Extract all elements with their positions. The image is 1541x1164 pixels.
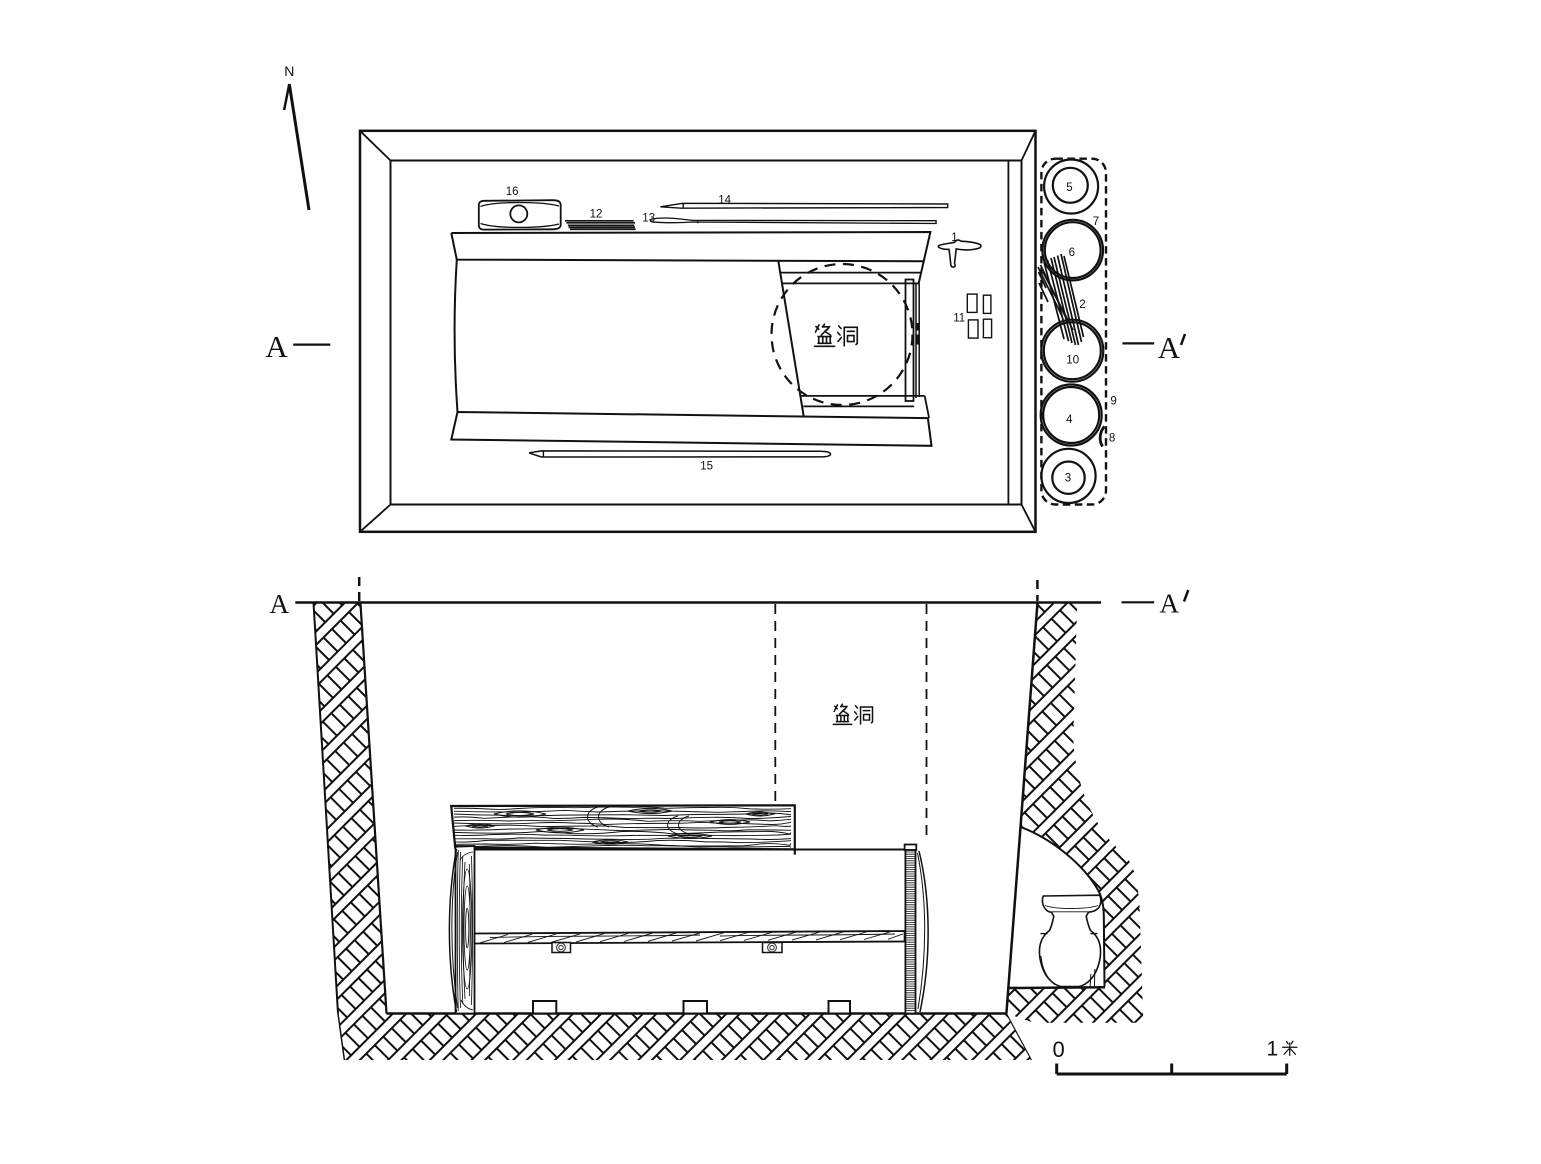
svg-text:12: 12 (590, 209, 603, 221)
svg-text:8: 8 (1109, 433, 1115, 445)
svg-text:14: 14 (718, 194, 731, 206)
svg-text:A: A (265, 329, 288, 364)
svg-text:0: 0 (1052, 1037, 1064, 1062)
svg-text:5: 5 (1066, 182, 1072, 194)
svg-text:A: A (1158, 330, 1181, 365)
svg-text:16: 16 (506, 186, 519, 198)
svg-text:9: 9 (1110, 396, 1116, 408)
svg-text:A: A (270, 589, 290, 619)
svg-text:2: 2 (1079, 299, 1085, 311)
svg-text:A: A (1159, 589, 1179, 619)
svg-text:N: N (284, 63, 294, 79)
svg-text:7: 7 (1093, 216, 1099, 228)
svg-text:4: 4 (1066, 414, 1073, 426)
svg-text:11: 11 (953, 313, 965, 325)
svg-text:6: 6 (1069, 247, 1075, 259)
svg-text:1: 1 (1266, 1038, 1278, 1061)
svg-text:15: 15 (700, 461, 713, 473)
svg-text:10: 10 (1066, 355, 1079, 367)
svg-text:13: 13 (642, 213, 655, 225)
svg-text:3: 3 (1065, 473, 1071, 485)
svg-text:1: 1 (951, 232, 957, 244)
